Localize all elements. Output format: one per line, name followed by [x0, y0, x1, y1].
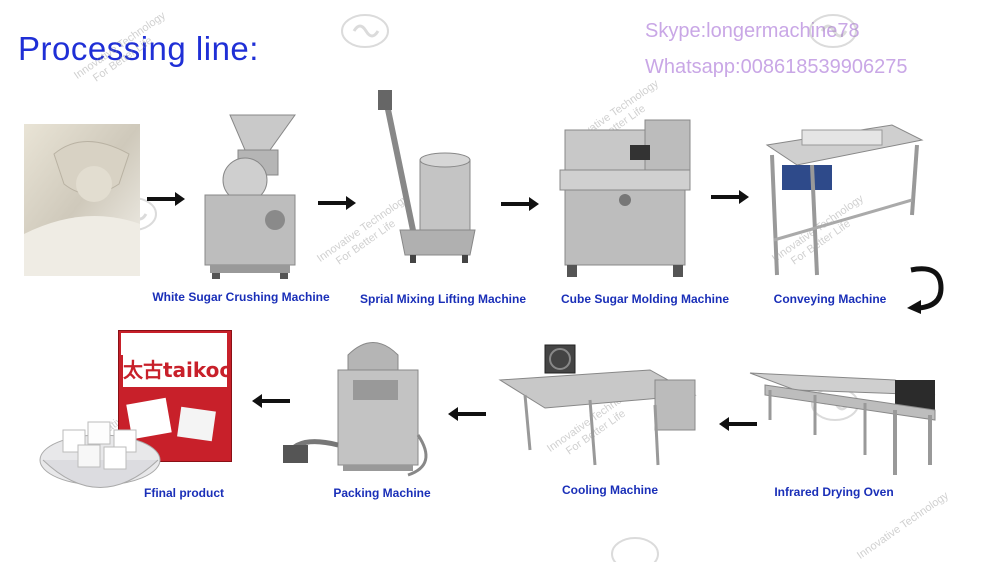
crushing-machine-image — [204, 114, 296, 279]
step-label-drying-oven: Infrared Drying Oven — [774, 485, 894, 499]
brand-en: taikoo — [163, 358, 227, 382]
step-label-cooling: Cooling Machine — [562, 483, 658, 497]
arrow-right-icon — [318, 196, 356, 210]
arrow-left-icon — [448, 407, 486, 421]
watermark-logo-icon — [341, 14, 389, 48]
step-label-cube-molding: Cube Sugar Molding Machine — [560, 292, 730, 306]
sugar-cubes-bowl-image — [39, 421, 161, 488]
curved-arrow-icon — [907, 266, 944, 314]
arrow-right-icon — [147, 192, 185, 206]
cube-molding-machine-image — [559, 119, 691, 277]
watermark-line1: Innovative Technology — [855, 489, 951, 562]
page-title: Processing line: — [18, 30, 259, 67]
step-label-packing: Packing Machine — [333, 486, 431, 500]
infrared-drying-oven-image — [749, 372, 936, 475]
packing-machine-image — [283, 342, 428, 477]
white-sugar-image — [24, 124, 140, 276]
whatsapp-contact: Whatsapp:008618539906275 — [645, 56, 908, 78]
step-label-mixing-lifting: Sprial Mixing Lifting Machine — [359, 292, 527, 306]
arrow-left-icon — [252, 394, 290, 408]
mixing-lifting-machine-image — [378, 90, 476, 263]
box-brand: 太古taikoo — [123, 353, 227, 387]
step-label-crushing: White Sugar Crushing Machine — [152, 290, 330, 304]
skype-contact: Skype:longermachine78 — [645, 20, 860, 42]
cooling-machine-image — [498, 344, 697, 466]
watermark-logo-icon — [611, 537, 659, 562]
step-label-final-product: Ffinal product — [144, 486, 224, 500]
brand-cn: 太古 — [123, 358, 163, 382]
conveying-machine-image — [765, 124, 924, 276]
arrow-left-icon — [719, 417, 757, 431]
step-label-conveying: Conveying Machine — [773, 292, 887, 306]
watermark: Innovative Technology — [855, 490, 951, 563]
arrow-right-icon — [501, 197, 539, 211]
watermark-logo-icon — [809, 14, 857, 48]
arrow-right-icon — [711, 190, 749, 204]
